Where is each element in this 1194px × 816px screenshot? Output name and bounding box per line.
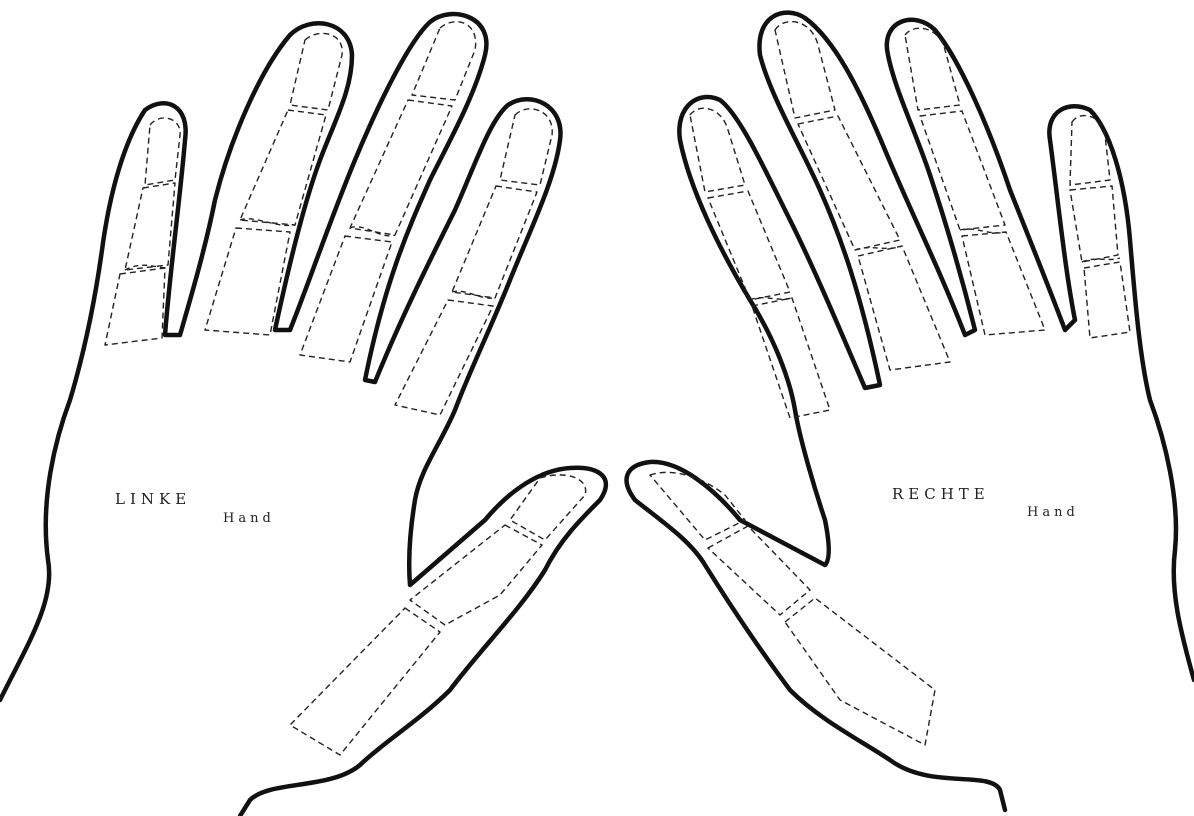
right-ring-finger-bone bbox=[905, 28, 960, 110]
left-little-finger-bone bbox=[125, 183, 175, 270]
left-hand bbox=[0, 14, 606, 816]
right-little-finger-bone bbox=[1084, 262, 1130, 338]
left-hand-title: LINKE bbox=[115, 490, 191, 508]
right-ring-finger-bone bbox=[920, 111, 1005, 230]
left-thumb-bone bbox=[290, 608, 440, 755]
left-index-finger-bone bbox=[500, 109, 552, 185]
right-hand-title: RECHTE bbox=[892, 485, 990, 503]
right-little-finger-bone bbox=[1070, 186, 1118, 262]
right-middle-finger-bone bbox=[798, 116, 900, 250]
right-thumb-bone bbox=[708, 526, 810, 615]
right-hand-bones bbox=[650, 22, 1130, 745]
left-hand-bones bbox=[105, 22, 586, 755]
left-middle-finger-bone bbox=[300, 236, 392, 362]
left-thumb-bone bbox=[410, 525, 542, 625]
right-hand-outline bbox=[627, 13, 1194, 810]
left-hand-subtitle: Hand bbox=[223, 511, 275, 526]
right-hand bbox=[627, 13, 1194, 810]
right-hand-subtitle: Hand bbox=[1027, 505, 1079, 520]
right-thumb-bone bbox=[785, 598, 935, 745]
left-ring-finger-bone bbox=[290, 33, 342, 110]
left-ring-finger-bone bbox=[240, 110, 326, 225]
right-joint-line bbox=[855, 246, 902, 250]
left-little-finger-bone bbox=[145, 118, 180, 185]
left-hand-outline bbox=[0, 14, 606, 816]
left-little-finger-bone bbox=[105, 268, 165, 345]
